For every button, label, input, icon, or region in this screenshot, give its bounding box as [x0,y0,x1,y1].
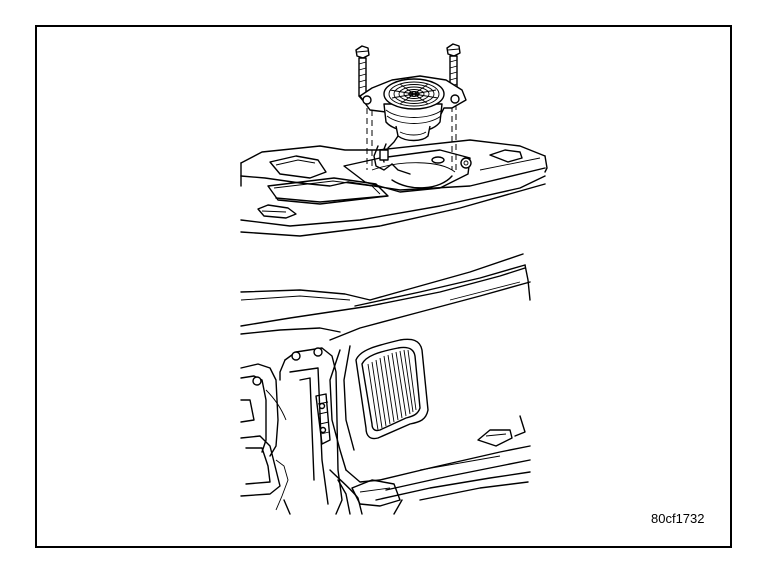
a-pillar-trim [279,347,363,515]
door-frame [240,363,291,515]
figure-code: 80cf1732 [651,511,705,526]
alignment-guide-lines [366,104,457,172]
lower-panel-detail [351,479,529,515]
instrument-panel-assembly [240,253,531,501]
speaker-grille [355,338,429,440]
instrument-panel-top-pad [240,139,548,237]
speaker-wire-connector [373,143,411,175]
speaker [359,75,467,149]
